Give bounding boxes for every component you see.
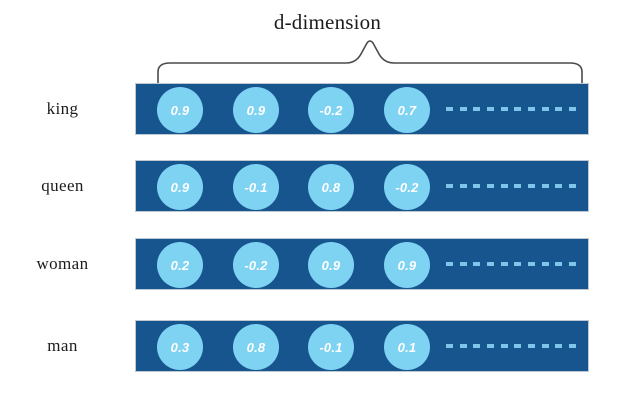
embedding-row-man: man 0.3 0.8 -0.1 0.1 [0,320,637,372]
embedding-cell: 0.7 [384,87,430,133]
embedding-cell: -0.1 [233,164,279,210]
embedding-cell: 0.1 [384,324,430,370]
curly-brace-icon [150,40,590,86]
embedding-cell: -0.2 [233,242,279,288]
embedding-bar-woman: 0.2 -0.2 0.9 0.9 [135,238,589,290]
embedding-cell: 0.9 [308,242,354,288]
embedding-cell: 0.3 [157,324,203,370]
row-label-man: man [47,336,78,355]
row-label-woman: woman [36,254,89,273]
row-label-king: king [46,99,79,118]
ellipsis-dashes-icon [446,343,576,348]
embedding-cell: 0.9 [157,164,203,210]
embedding-cell: -0.1 [308,324,354,370]
embedding-bar-king: 0.9 0.9 -0.2 0.7 [135,83,589,135]
embedding-bar-man: 0.3 0.8 -0.1 0.1 [135,320,589,372]
embedding-cell: -0.2 [308,87,354,133]
embedding-row-woman: woman 0.2 -0.2 0.9 0.9 [0,238,637,290]
page-title: d-dimension [0,10,637,35]
embedding-row-king: king 0.9 0.9 -0.2 0.7 [0,83,637,135]
embedding-cell: -0.2 [384,164,430,210]
ellipsis-dashes-icon [446,183,576,188]
embedding-row-queen: queen 0.9 -0.1 0.8 -0.2 [0,160,637,212]
embedding-cell: 0.8 [308,164,354,210]
page-title-text: d-dimension [273,10,382,34]
embedding-cell: 0.9 [157,87,203,133]
row-label-queen: queen [41,176,84,195]
embedding-cell: 0.2 [157,242,203,288]
embedding-bar-queen: 0.9 -0.1 0.8 -0.2 [135,160,589,212]
ellipsis-dashes-icon [446,261,576,266]
ellipsis-dashes-icon [446,106,576,111]
embedding-cell: 0.9 [384,242,430,288]
embedding-cell: 0.8 [233,324,279,370]
embedding-cell: 0.9 [233,87,279,133]
